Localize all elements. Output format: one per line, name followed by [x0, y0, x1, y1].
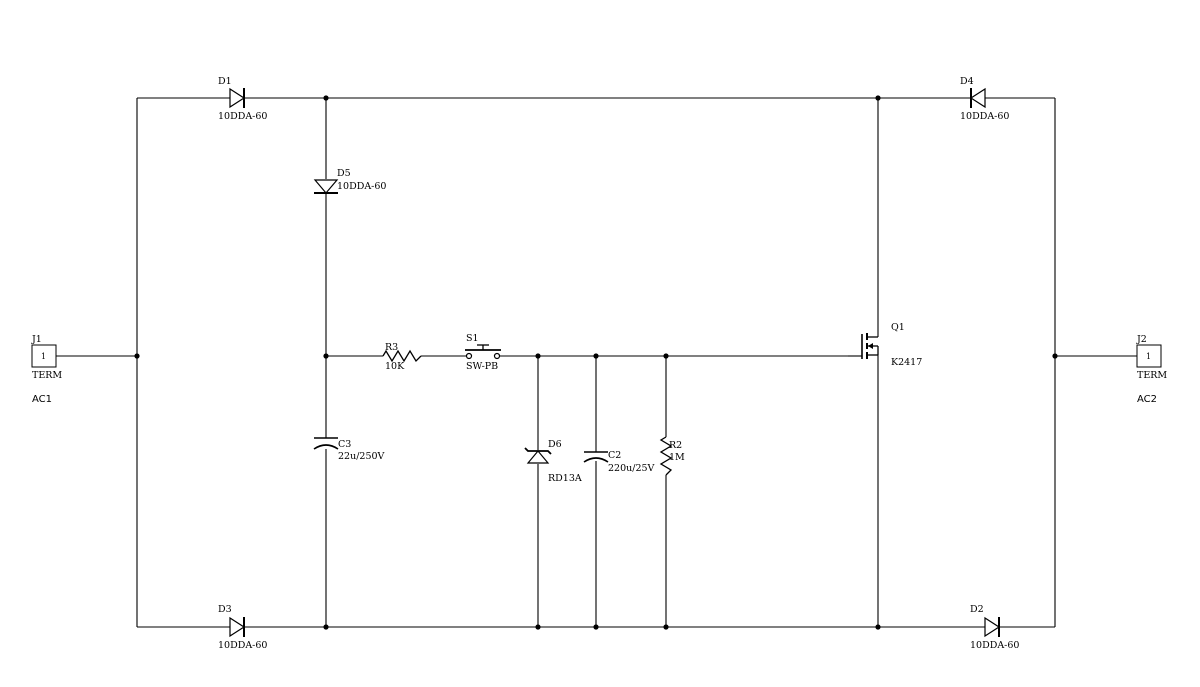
junction-dot	[323, 95, 329, 101]
terminal-j2: 1 J2 TERM AC2	[1136, 334, 1167, 405]
d6-triangle	[526, 450, 550, 464]
j1-ref: J1	[31, 334, 42, 345]
d1-ref: D1	[218, 76, 232, 87]
j1-value: TERM	[32, 370, 62, 381]
j1-box	[31, 344, 57, 368]
c2-plate-curved	[583, 457, 609, 463]
diode-d4: D4 10DDA-60	[960, 76, 1009, 122]
d5-ref: D5	[337, 168, 351, 179]
d3-value: 10DDA-60	[218, 640, 267, 651]
d2-value: 10DDA-60	[970, 640, 1019, 651]
switch-s1: S1 SW-PB	[465, 333, 501, 372]
d5-triangle	[313, 179, 339, 194]
d4-value: 10DDA-60	[960, 111, 1009, 122]
d1-value: 10DDA-60	[218, 111, 267, 122]
r3-zigzag	[382, 349, 422, 363]
resistor-r2: R2 1M	[659, 436, 685, 476]
capacitor-c3: C3 22u/250V	[313, 437, 385, 462]
junctions	[134, 95, 1058, 630]
r2-zigzag	[659, 436, 673, 476]
junction-dot	[1052, 353, 1058, 359]
c2-value: 220u/25V	[608, 463, 655, 474]
r3-value: 10K	[385, 361, 405, 372]
d6-value: RD13A	[548, 473, 582, 484]
q1-ref: Q1	[891, 322, 905, 333]
j2-value: TERM	[1137, 370, 1167, 381]
j2-box	[1136, 344, 1162, 368]
d4-ref: D4	[960, 76, 974, 87]
junction-dot	[875, 95, 881, 101]
junction-dot	[535, 353, 541, 359]
j2-pin: 1	[1146, 352, 1151, 361]
d3-triangle	[229, 616, 246, 638]
d6-ref: D6	[548, 439, 562, 450]
resistor-r3: R3 10K	[382, 342, 422, 372]
junction-dot	[663, 353, 669, 359]
d4-triangle	[969, 87, 986, 109]
zener-d6: D6 RD13A	[524, 439, 582, 484]
r3-ref: R3	[385, 342, 398, 353]
r2-value: 1M	[669, 452, 685, 463]
d3-ref: D3	[218, 604, 232, 615]
c3-ref: C3	[338, 439, 351, 450]
s1-contact-right	[493, 352, 501, 360]
terminal-j1: 1 J1 TERM AC1	[31, 334, 62, 405]
j1-net-label: AC1	[32, 394, 52, 405]
c3-plate-curved	[313, 444, 339, 450]
diode-d3: D3 10DDA-60	[218, 604, 267, 651]
junction-dot	[593, 353, 599, 359]
j1-pin: 1	[41, 352, 46, 361]
diode-d2: D2 10DDA-60	[970, 604, 1019, 651]
junction-dot	[323, 624, 329, 630]
wires	[56, 97, 1137, 628]
d1-triangle	[229, 87, 246, 109]
d2-ref: D2	[970, 604, 984, 615]
s1-ref: S1	[466, 333, 479, 344]
q1-value: K2417	[891, 357, 922, 368]
capacitor-c2: C2 220u/25V	[583, 450, 655, 474]
mosfet-q1: Q1 K2417	[861, 322, 922, 368]
d6-zener-bar	[524, 447, 552, 455]
d5-value: 10DDA-60	[337, 181, 386, 192]
junction-dot	[134, 353, 140, 359]
r2-ref: R2	[669, 440, 682, 451]
s1-value: SW-PB	[466, 361, 498, 372]
junction-dot	[323, 353, 329, 359]
junction-dot	[535, 624, 541, 630]
s1-contact-left	[465, 352, 473, 360]
c3-value: 22u/250V	[338, 451, 385, 462]
d2-triangle	[984, 616, 1001, 638]
diode-d5: D5 10DDA-60	[313, 168, 386, 194]
j2-ref: J2	[1136, 334, 1147, 345]
c2-ref: C2	[608, 450, 621, 461]
junction-dot	[875, 624, 881, 630]
diode-d1: D1 10DDA-60	[218, 76, 267, 122]
junction-dot	[593, 624, 599, 630]
q1-arrow	[868, 343, 873, 349]
junction-dot	[663, 624, 669, 630]
j2-net-label: AC2	[1137, 394, 1157, 405]
